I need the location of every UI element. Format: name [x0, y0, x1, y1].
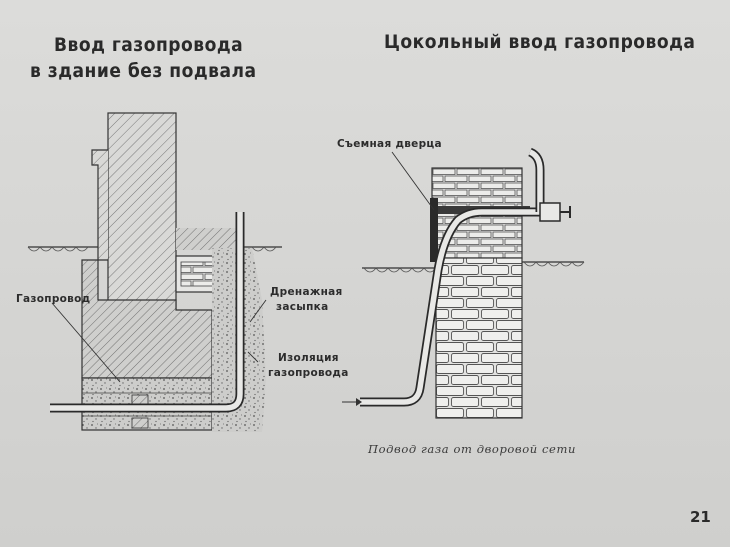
label-insulation-1: Изоляция: [278, 352, 339, 364]
label-drainage-2: засыпка: [276, 301, 329, 313]
leader-gas-pipe: [51, 302, 121, 383]
caption-yard-supply: Подвод газа от дворовой сети: [368, 442, 576, 456]
removable-door: [430, 198, 438, 262]
label-removable-door: Съемная дверца: [337, 138, 442, 150]
right-diagram: [342, 147, 585, 419]
label-insulation-2: газопровода: [268, 367, 349, 379]
leader-door: [391, 151, 435, 211]
right-title: Цокольный ввод газопровода: [384, 31, 696, 53]
label-gas-pipe: Газопровод: [16, 293, 91, 305]
block-wall-lower: [435, 257, 523, 419]
leader-insulation: [247, 351, 259, 363]
label-drainage-1: Дренажная: [270, 286, 343, 298]
leader-drainage: [249, 299, 267, 323]
wall: [107, 112, 177, 314]
left-title-line2: в здание без подвала: [30, 60, 257, 82]
page-number: 21: [690, 508, 711, 526]
left-diagram: [27, 112, 282, 432]
left-title-line1: Ввод газопровода: [54, 34, 244, 56]
valve: [539, 202, 561, 222]
